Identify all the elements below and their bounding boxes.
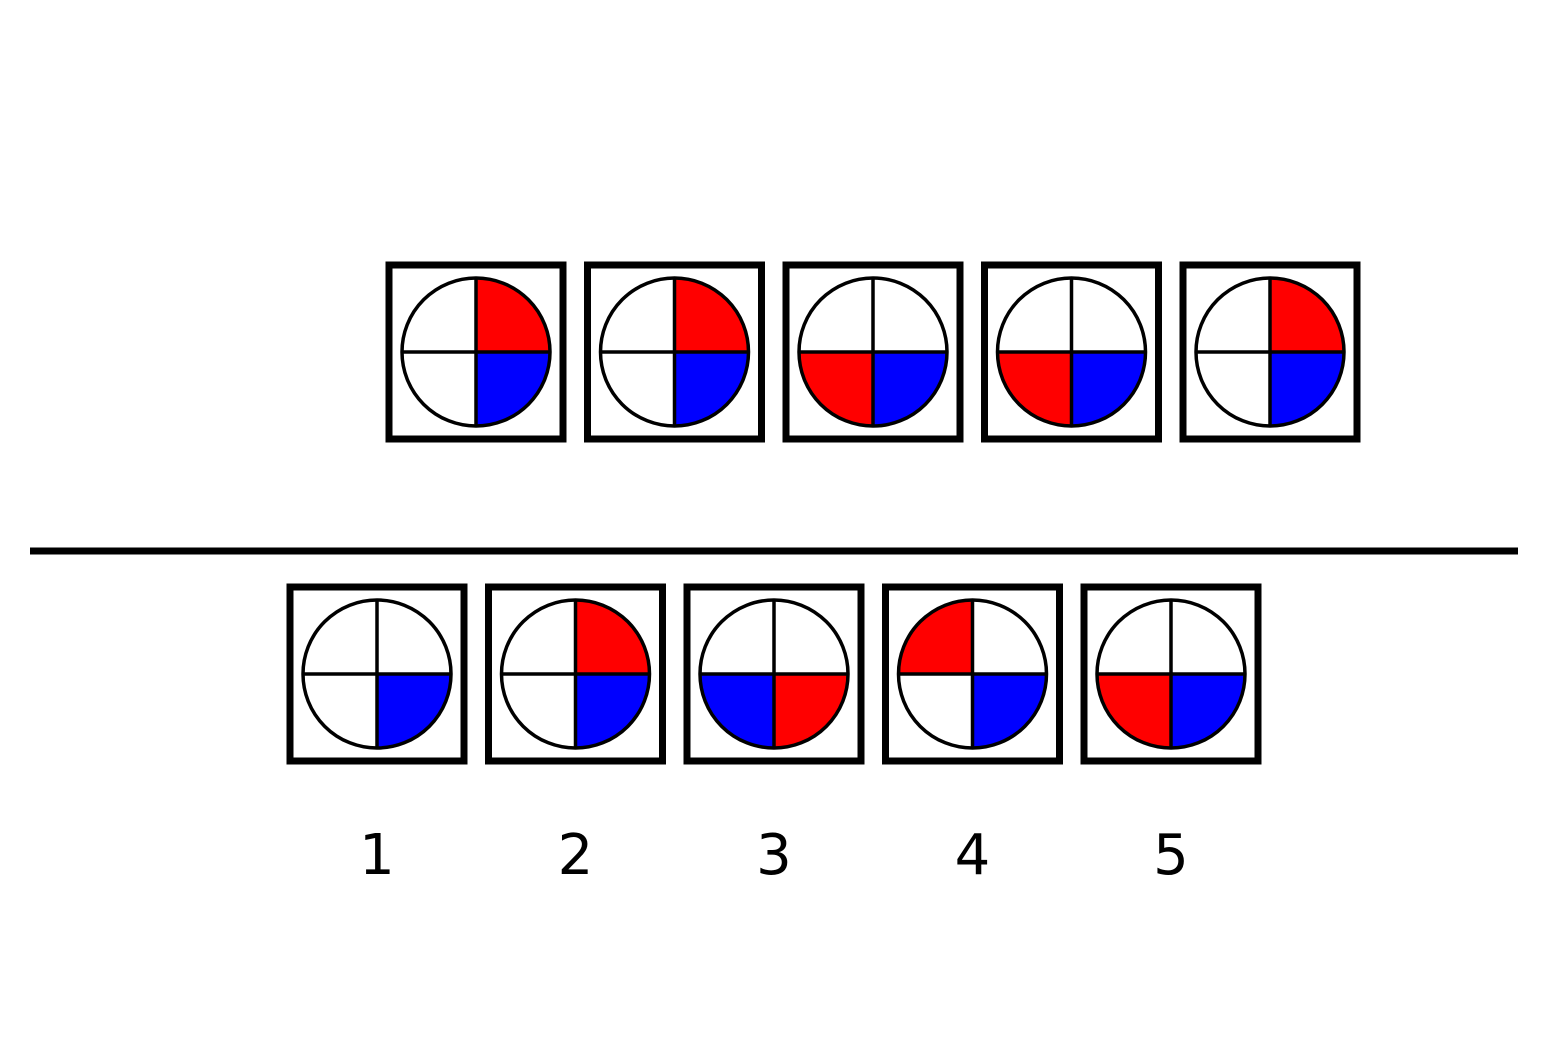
option-label-2: 2: [558, 823, 594, 888]
option-tile-2: [485, 583, 666, 765]
quadrant-bottom-left-red: [1097, 674, 1171, 748]
quadrant-top-right-red: [1270, 278, 1344, 352]
quadrant-bottom-left-white: [1196, 352, 1270, 426]
quadrant-bottom-right-blue: [476, 352, 550, 426]
option-label-1: 1: [359, 823, 395, 888]
quadrant-bottom-left-blue: [700, 674, 774, 748]
quadrant-bottom-right-blue: [575, 674, 650, 748]
quadrant-bottom-left-red: [997, 352, 1072, 426]
option-tile-3: [683, 583, 865, 765]
quadrant-bottom-right-blue: [674, 352, 749, 426]
quadrant-bottom-left-white: [402, 352, 476, 426]
sequence-tile-5: [1179, 261, 1361, 443]
quadrant-top-left-white: [799, 278, 873, 352]
quadrant-top-right-red: [674, 278, 749, 352]
sequence-tile-1: [385, 261, 567, 443]
quadrant-bottom-left-white: [600, 352, 675, 426]
quadrant-bottom-right-blue: [377, 674, 451, 748]
quadrant-top-left-white: [1097, 600, 1171, 674]
sequence-tile-4: [981, 261, 1162, 443]
quadrant-bottom-right-blue: [873, 352, 947, 426]
quadrant-bottom-right-blue: [1270, 352, 1344, 426]
quadrant-bottom-left-white: [898, 674, 973, 748]
quadrant-bottom-right-red: [774, 674, 848, 748]
quadrant-top-right-red: [575, 600, 650, 674]
quadrant-bottom-right-blue: [972, 674, 1047, 748]
quadrant-top-left-white: [402, 278, 476, 352]
quadrant-top-left-white: [600, 278, 675, 352]
quadrant-top-right-white: [873, 278, 947, 352]
quadrant-top-left-white: [501, 600, 576, 674]
quadrant-bottom-left-red: [799, 352, 873, 426]
quadrant-bottom-left-white: [303, 674, 377, 748]
option-label-3: 3: [756, 823, 792, 888]
sequence-row: [385, 261, 1361, 443]
quadrant-top-left-white: [1196, 278, 1270, 352]
quadrant-top-right-white: [774, 600, 848, 674]
option-tile-5: [1080, 583, 1262, 765]
quadrant-bottom-right-blue: [1071, 352, 1146, 426]
option-label-5: 5: [1153, 823, 1189, 888]
option-tile-1: [286, 583, 468, 765]
quadrant-top-right-red: [476, 278, 550, 352]
quadrant-top-left-white: [997, 278, 1072, 352]
quadrant-top-left-white: [303, 600, 377, 674]
quadrant-top-right-white: [1071, 278, 1146, 352]
quadrant-top-left-white: [700, 600, 774, 674]
sequence-tile-2: [584, 261, 765, 443]
option-labels-row: 1 2 3 4 5: [359, 823, 1189, 888]
sequence-tile-3: [782, 261, 964, 443]
option-tile-4: [882, 583, 1063, 765]
quadrant-top-right-white: [1171, 600, 1245, 674]
quadrant-top-right-white: [377, 600, 451, 674]
quadrant-bottom-left-white: [501, 674, 576, 748]
quadrant-bottom-right-blue: [1171, 674, 1245, 748]
quadrant-top-right-white: [972, 600, 1047, 674]
quadrant-top-left-red: [898, 600, 973, 674]
option-label-4: 4: [955, 823, 991, 888]
options-row: [286, 583, 1262, 765]
